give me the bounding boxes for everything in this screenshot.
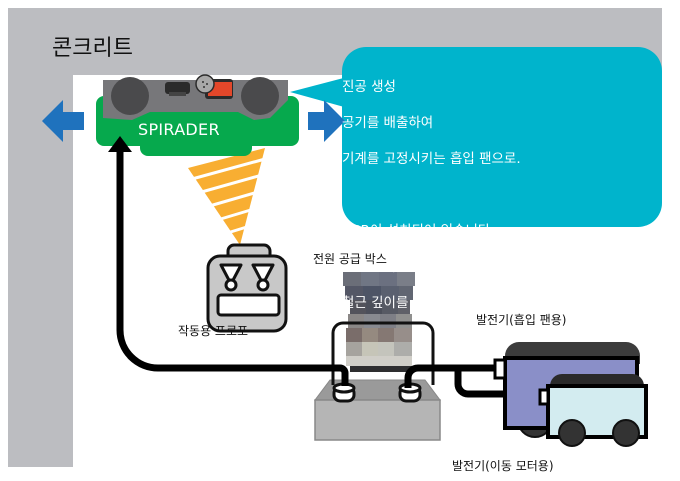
power-cable-to-generator bbox=[404, 364, 545, 398]
power-supply-device-image bbox=[343, 272, 415, 372]
callout-line: 공기를 배출하여 bbox=[342, 115, 434, 131]
propeller-label: 작동용 프로포 bbox=[178, 324, 249, 338]
move-left-arrow-icon bbox=[42, 100, 84, 142]
power-cable-to-robot bbox=[116, 150, 349, 386]
callout-spacer bbox=[342, 186, 642, 204]
generator-fan-label: 발전기(흡입 팬용) bbox=[476, 313, 567, 327]
cable-arrowhead-icon bbox=[108, 136, 132, 152]
propeller-controller bbox=[206, 243, 288, 333]
concrete-wall bbox=[8, 8, 662, 467]
power-connector-left bbox=[332, 382, 356, 403]
spirader-robot bbox=[96, 74, 299, 156]
callout-line: 진공 챔버 안에서 bbox=[342, 259, 438, 275]
gpr-beam bbox=[188, 148, 266, 245]
robot-label: SPIRADER bbox=[138, 120, 220, 139]
callout-bubble bbox=[290, 47, 662, 227]
callout-line: 기계를 고정시키는 흡입 팬으로. bbox=[342, 151, 521, 167]
generator-motor bbox=[538, 374, 648, 447]
move-right-arrow-icon bbox=[308, 100, 345, 142]
callout-text: 진공 생성 공기를 배출하여 기계를 고정시키는 흡입 팬으로. GPR이 설치… bbox=[342, 60, 642, 330]
callout-line: GPR이 설치되어 있습니다 bbox=[342, 223, 491, 239]
power-box-label: 전원 공급 박스 bbox=[313, 252, 387, 266]
generator-motor-label: 발전기(이동 모터용) bbox=[452, 459, 554, 473]
concrete-label: 콘크리트 bbox=[52, 36, 133, 61]
callout-line: 철근 깊이를 측정하기 위해. bbox=[342, 295, 496, 311]
callout-line: 진공 생성 bbox=[342, 79, 396, 95]
power-box bbox=[314, 272, 441, 441]
